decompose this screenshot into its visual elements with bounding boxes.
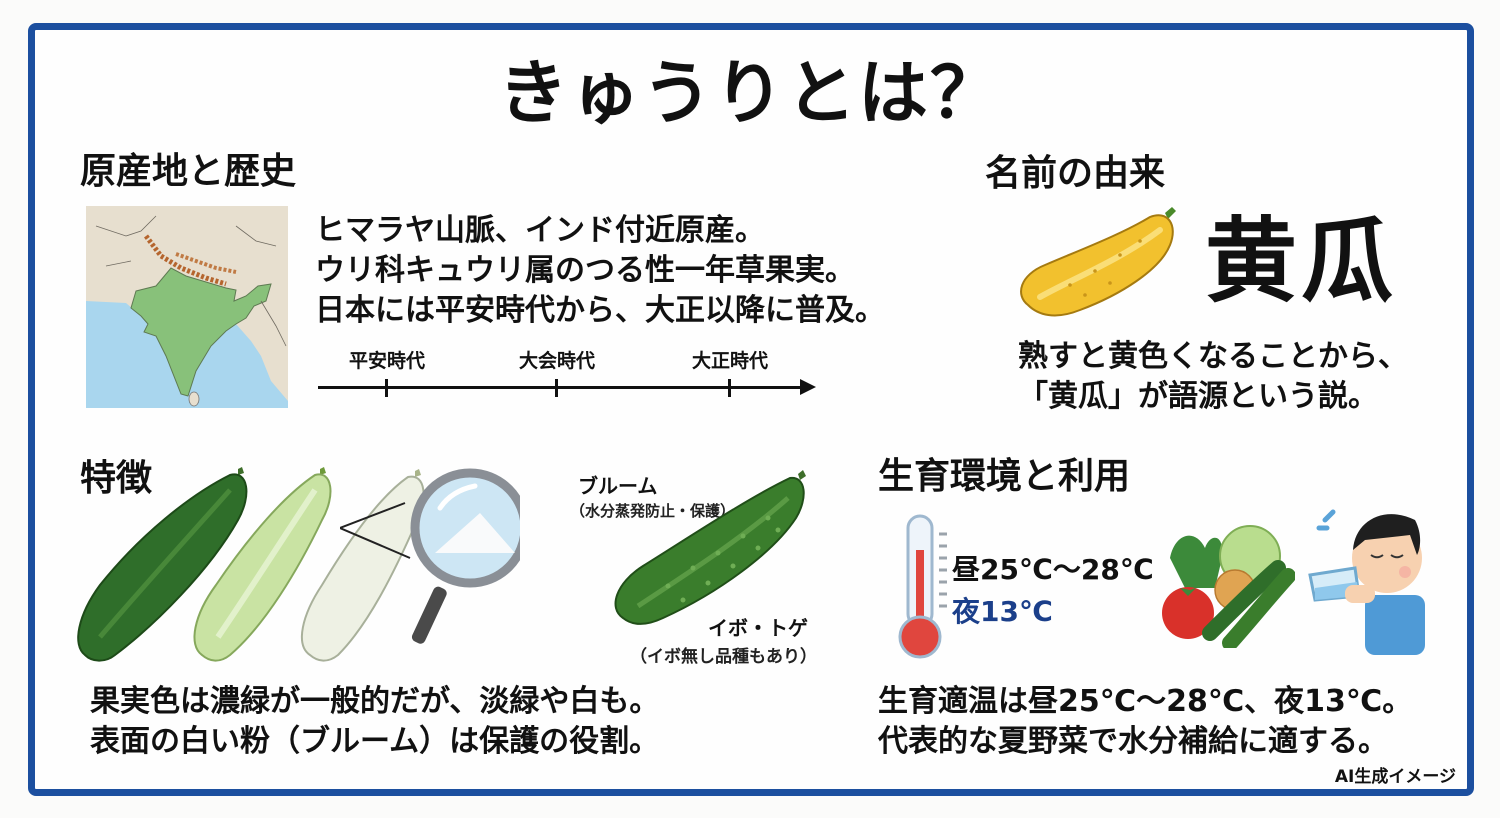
name-origin-line-1: 熟すと黄色くなることから、	[1018, 339, 1408, 374]
timeline-arrow-icon	[800, 379, 816, 395]
poster-frame	[28, 23, 1474, 796]
magnifier-bloom-icon	[339, 468, 530, 662]
timeline-axis	[318, 386, 802, 389]
section-heading: 名前の由来	[985, 153, 1166, 194]
growth-line-2: 代表的な夏野菜で水分補給に適する。	[878, 724, 1388, 759]
summer-vegetables-icon	[1160, 518, 1296, 652]
night-temp: 夜13℃	[952, 595, 1053, 628]
section-heading: 原産地と歴史	[80, 151, 297, 192]
timeline-tick	[728, 379, 731, 397]
spiky-cucumber-icon	[608, 468, 808, 637]
origin-line-2: ウリ科キュウリ属のつる性一年草果実。	[315, 253, 855, 288]
name-origin-line-2: 「黄瓜」が語源という説。	[1018, 379, 1378, 414]
timeline-label-heian: 平安時代	[348, 350, 426, 372]
page-title: きゅうりとは？	[498, 52, 1002, 134]
growth-line-1: 生育適温は昼25℃～28℃、夜13℃。	[878, 684, 1413, 719]
origin-line-1: ヒマラヤ山脈、インド付近原産。	[315, 213, 765, 248]
spike-note: （イボ無し品種もあり）	[630, 647, 817, 667]
yellow-cucumber-icon	[1010, 205, 1180, 329]
features-line-2: 表面の白い粉（ブルーム）は保護の役割。	[90, 724, 660, 759]
section-heading: 特徴	[80, 458, 153, 499]
timeline-label-taisho: 大正時代	[691, 350, 769, 372]
section-heading: 生育環境と利用	[878, 456, 1131, 497]
timeline-tick	[385, 379, 388, 397]
spike-label: イボ・トゲ	[708, 616, 808, 640]
timeline-tick	[555, 379, 558, 397]
india-map-icon	[86, 206, 288, 408]
bloom-label: ブルーム	[578, 474, 658, 498]
timeline-label-2: 大会時代	[518, 350, 596, 372]
kanji-kiuri: 黄瓜	[1205, 208, 1398, 315]
features-line-1: 果実色は濃緑が一般的だが、淡緑や白も。	[90, 684, 660, 719]
day-temp: 昼25℃～28℃	[952, 553, 1154, 586]
thermometer-icon	[895, 512, 955, 666]
cucumber-varieties-icon	[70, 465, 430, 674]
origin-line-3: 日本には平安時代から、大正以降に普及。	[315, 293, 885, 328]
boy-drinking-water-icon	[1305, 500, 1430, 659]
bloom-note: （水分蒸発防止・保護）	[570, 502, 736, 520]
ai-generated-label: AI生成イメージ	[1334, 767, 1456, 787]
